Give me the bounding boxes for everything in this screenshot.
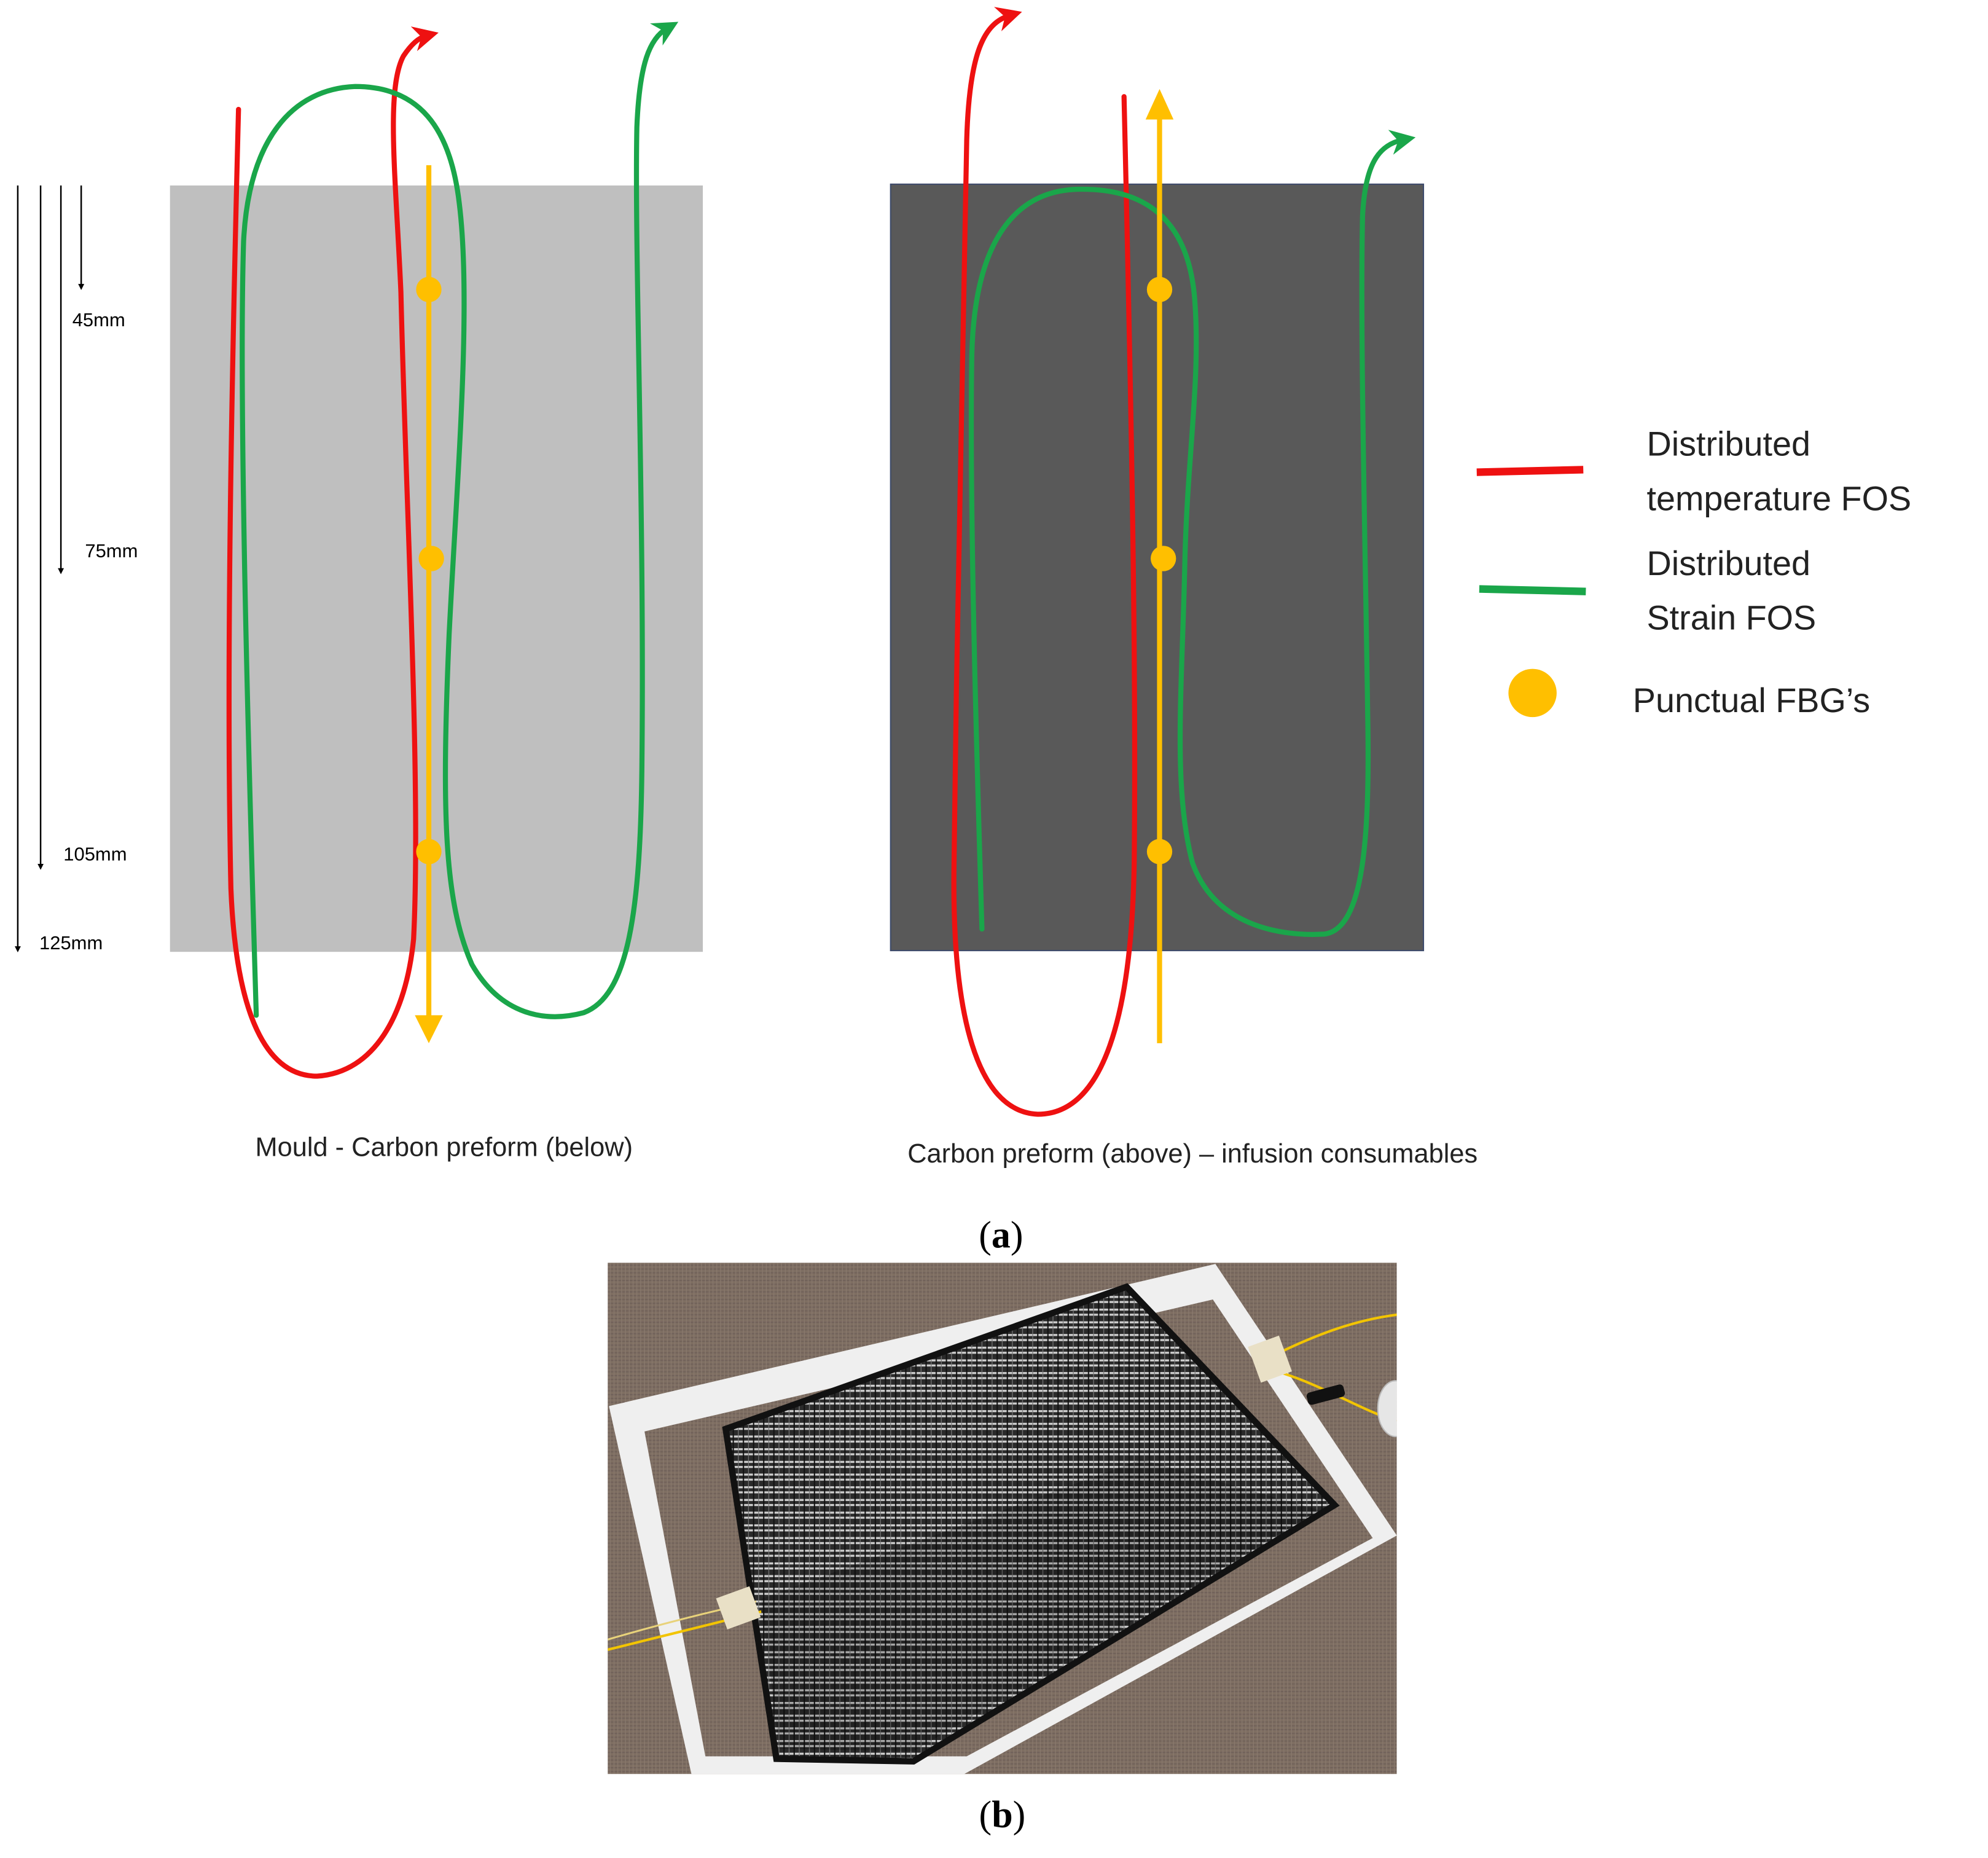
mould-caption: Mould - Carbon preform (below)	[256, 1133, 633, 1162]
legend-temperature-swatch	[1476, 466, 1584, 476]
legend-temperature-label-1: Distributed	[1646, 425, 1810, 463]
temperature-fos-line-left	[226, 26, 439, 1079]
strain-fos-line-right	[968, 130, 1416, 937]
legend-fbg-label: Punctual FBG’s	[1633, 681, 1870, 719]
fbg-point-right-1	[1146, 276, 1173, 302]
panel-a-label: (a)	[979, 1214, 1023, 1256]
fbg-point-right-2	[1151, 546, 1176, 571]
fiber-connector	[1306, 1384, 1345, 1405]
fbg-point-45mm	[416, 276, 442, 302]
fbg-point-105mm	[416, 839, 442, 864]
fiber-tape-left	[716, 1586, 761, 1629]
legend: Distributed temperature FOS Distributed …	[1476, 425, 1911, 719]
carbon-preform	[722, 1283, 1340, 1765]
fiber-tape-right	[1248, 1335, 1292, 1383]
distance-label-75mm: 75mm	[85, 540, 138, 562]
optical-fiber-right	[1268, 1313, 1397, 1359]
panel-b-label: (b)	[979, 1794, 1026, 1836]
legend-fbg-swatch	[1508, 668, 1557, 718]
tape-frame	[609, 1264, 1397, 1774]
temperature-fos-line-right	[951, 7, 1138, 1117]
strain-fos-line-left	[240, 22, 679, 1019]
legend-temperature-label-2: temperature FOS	[1646, 480, 1911, 518]
distance-label-105mm: 105mm	[63, 843, 127, 864]
preform-shading	[761, 1459, 1320, 1752]
legend-strain-label-2: Strain FOS	[1646, 599, 1816, 637]
fbg-fiber-right-arrowhead	[1145, 88, 1174, 120]
fbg-point-right-3	[1146, 839, 1173, 864]
infusion-setup-photo	[608, 1263, 1397, 1774]
distance-label-45mm: 45mm	[72, 309, 125, 331]
legend-strain-label-1: Distributed	[1646, 544, 1810, 582]
preform-caption: Carbon preform (above) – infusion consum…	[907, 1139, 1477, 1169]
preform-diagram: Carbon preform (above) – infusion consum…	[890, 7, 1477, 1169]
fbg-fiber-left-arrowhead	[415, 1015, 443, 1043]
legend-strain-swatch	[1479, 585, 1586, 595]
mould-diagram: 45mm 75mm 105mm 125mm Mould - Carbon pre…	[14, 22, 703, 1162]
distance-label-125mm: 125mm	[39, 932, 103, 954]
tape-roll	[1377, 1380, 1397, 1438]
fbg-point-75mm	[418, 546, 444, 571]
